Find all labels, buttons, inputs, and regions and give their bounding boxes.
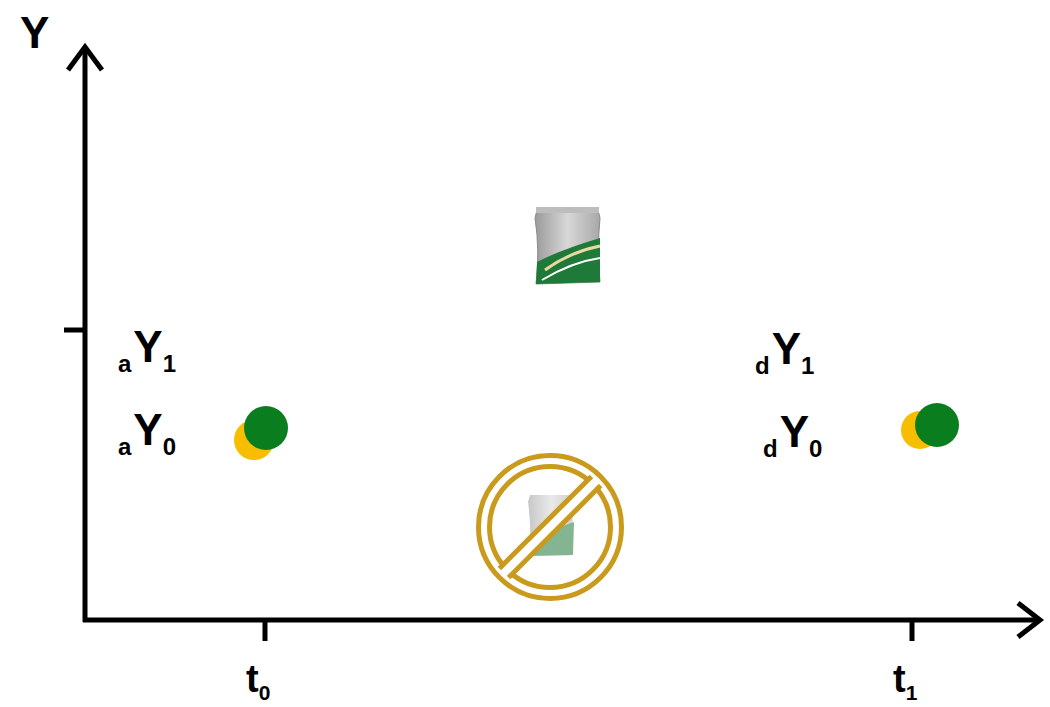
x-axis bbox=[83, 618, 1038, 623]
subscript: d bbox=[755, 352, 770, 379]
time-label: t1 bbox=[893, 660, 919, 698]
no-bag-symbol bbox=[484, 461, 616, 593]
value-label: dY1 bbox=[755, 327, 816, 371]
subscript: 1 bbox=[906, 681, 918, 704]
subscript: 0 bbox=[259, 681, 271, 704]
subscript: 0 bbox=[809, 435, 822, 462]
fertilizer-bag bbox=[535, 207, 600, 284]
value-label: aY0 bbox=[118, 408, 178, 452]
main-symbol: Y bbox=[133, 405, 162, 454]
main-symbol: Y bbox=[133, 322, 162, 371]
main-symbol: t bbox=[893, 658, 906, 700]
main-symbol: Y bbox=[20, 8, 49, 57]
green-dot bbox=[244, 406, 288, 450]
x-axis-arrowhead bbox=[1018, 603, 1040, 637]
green-dot bbox=[915, 403, 959, 447]
y-axis-arrowhead bbox=[68, 47, 102, 70]
subscript: 1 bbox=[801, 352, 814, 379]
subscript: 0 bbox=[163, 433, 176, 460]
main-symbol: Y bbox=[772, 324, 801, 373]
subscript: a bbox=[118, 433, 131, 460]
subscript: d bbox=[763, 435, 778, 462]
main-symbol: Y bbox=[780, 407, 809, 456]
value-label: aY1 bbox=[118, 325, 178, 369]
value-label: dY0 bbox=[763, 410, 824, 454]
axis-label: Y bbox=[20, 11, 49, 55]
x-tick bbox=[910, 620, 915, 641]
time-label: t0 bbox=[246, 660, 272, 698]
y-tick bbox=[64, 328, 85, 333]
subscript: 1 bbox=[163, 350, 176, 377]
main-symbol: t bbox=[246, 658, 259, 700]
subscript: a bbox=[118, 350, 131, 377]
y-axis bbox=[83, 48, 88, 622]
x-tick bbox=[263, 620, 268, 641]
